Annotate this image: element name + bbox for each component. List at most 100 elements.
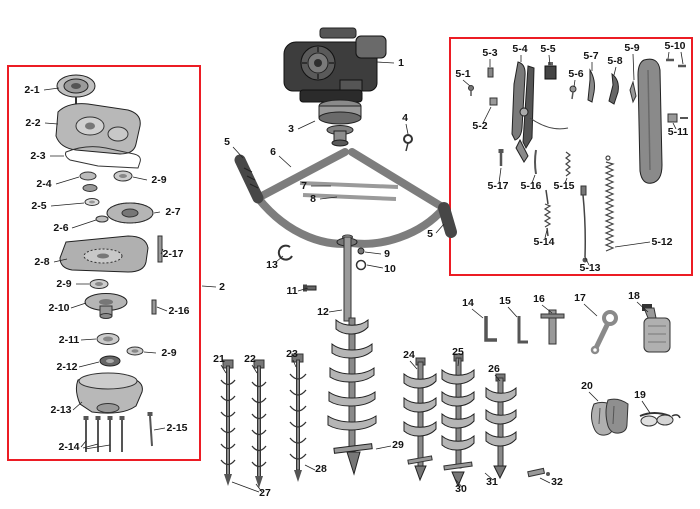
label-22: 22 — [244, 353, 256, 365]
label-5-9: 5-9 — [624, 42, 639, 54]
handle-grip — [637, 58, 663, 184]
label-5-2: 5-2 — [472, 120, 487, 132]
label-14: 14 — [462, 297, 474, 309]
label-15: 15 — [499, 295, 511, 307]
label-5-4: 5-4 — [512, 43, 527, 55]
label-2-8: 2-8 — [34, 256, 49, 268]
label-2-9-a: 2-9 — [151, 174, 166, 186]
gloves-20 — [591, 398, 629, 436]
label-8: 8 — [310, 193, 316, 205]
auger-bit-25 — [441, 353, 475, 488]
drive-shaft — [342, 234, 353, 322]
label-13: 13 — [266, 259, 278, 271]
label-5-12: 5-12 — [651, 236, 672, 248]
bolt-9 — [357, 247, 365, 255]
label-29: 29 — [392, 439, 404, 451]
label-11: 11 — [286, 285, 297, 297]
label-10: 10 — [384, 263, 396, 275]
label-27: 27 — [259, 487, 271, 499]
clip-part-4 — [403, 134, 413, 152]
leader-lines-main — [201, 61, 651, 493]
label-2-14: 2-14 — [58, 441, 79, 453]
label-18: 18 — [628, 290, 640, 302]
label-5-8: 5-8 — [607, 55, 622, 67]
gearbox-detail-box — [7, 65, 201, 461]
label-5-14: 5-14 — [533, 236, 554, 248]
label-2-9-c: 2-9 — [161, 347, 176, 359]
label-2-15: 2-15 — [166, 422, 187, 434]
label-19: 19 — [634, 389, 646, 401]
label-2-10: 2-10 — [48, 302, 69, 314]
label-12: 12 — [317, 306, 329, 318]
throttle-cable-5-13 — [582, 194, 586, 258]
detail-boxes — [7, 37, 693, 461]
label-6: 6 — [270, 146, 276, 158]
label-32: 32 — [551, 476, 563, 488]
label-2-7: 2-7 — [165, 206, 180, 218]
label-23: 23 — [286, 348, 298, 360]
auger-bit-26 — [485, 373, 517, 480]
mixing-bottle-18 — [642, 304, 671, 353]
label-21: 21 — [213, 353, 225, 365]
handle-frame — [234, 148, 457, 248]
label-16: 16 — [533, 293, 545, 305]
clutch-assembly — [318, 99, 362, 147]
auger-bits — [220, 353, 550, 488]
leader-lines-throttle — [462, 51, 684, 266]
allen-key-14 — [484, 316, 497, 342]
label-26: 26 — [488, 363, 500, 375]
drill-rod-23 — [289, 353, 307, 482]
leader-lines-gearbox — [43, 87, 168, 450]
label-2-17: 2-17 — [162, 248, 183, 260]
throttle-detail-box — [449, 37, 693, 276]
part-labels: 1 2 3 4 5 5 6 7 8 9 10 11 12 13 14 15 16… — [24, 40, 688, 499]
label-5-17: 5-17 — [487, 180, 508, 192]
plug-wrench-16 — [548, 309, 557, 345]
label-31: 31 — [486, 476, 498, 488]
circlip-13 — [277, 244, 293, 261]
label-5-right: 5 — [427, 228, 433, 240]
label-5-16: 5-16 — [520, 180, 541, 192]
label-9: 9 — [384, 248, 390, 260]
label-30: 30 — [455, 483, 467, 495]
label-5-7: 5-7 — [583, 50, 598, 62]
label-2-5: 2-5 — [31, 200, 46, 212]
label-5-15: 5-15 — [553, 180, 574, 192]
label-5-5: 5-5 — [540, 43, 555, 55]
small-spring-5-15 — [565, 151, 571, 177]
label-2-12: 2-12 — [56, 361, 77, 373]
label-2-11: 2-11 — [59, 334, 80, 346]
label-2-3: 2-3 — [30, 150, 45, 162]
leader-lines — [43, 51, 684, 493]
label-2-13: 2-13 — [50, 404, 71, 416]
label-2-6: 2-6 — [53, 222, 68, 234]
label-2-9-b: 2-9 — [56, 278, 71, 290]
drill-rod-22 — [251, 359, 267, 488]
label-2-2: 2-2 — [25, 117, 40, 129]
label-5-10: 5-10 — [664, 40, 685, 52]
drill-rod-21 — [220, 359, 236, 486]
label-5-3: 5-3 — [482, 47, 497, 59]
left-grip — [234, 154, 264, 204]
label-1: 1 — [398, 57, 404, 69]
auger-bit-24 — [403, 357, 437, 482]
label-3: 3 — [288, 123, 294, 135]
label-5-11: 5-11 — [668, 126, 689, 138]
tools — [484, 304, 671, 355]
label-2-4: 2-4 — [36, 178, 51, 190]
label-2-1: 2-1 — [24, 84, 39, 96]
cable-spring-5-14 — [543, 203, 552, 228]
label-25: 25 — [452, 346, 464, 358]
washer-10 — [355, 259, 367, 271]
engine — [283, 27, 387, 103]
label-20: 20 — [581, 380, 593, 392]
right-grip — [438, 202, 457, 238]
safety-glasses-19 — [639, 412, 681, 427]
label-4: 4 — [402, 112, 408, 124]
long-spring-5-12 — [604, 161, 615, 252]
gearbox-exploded — [55, 74, 163, 452]
label-5-left: 5 — [224, 136, 230, 148]
label-7: 7 — [301, 180, 307, 192]
label-17: 17 — [574, 292, 586, 304]
